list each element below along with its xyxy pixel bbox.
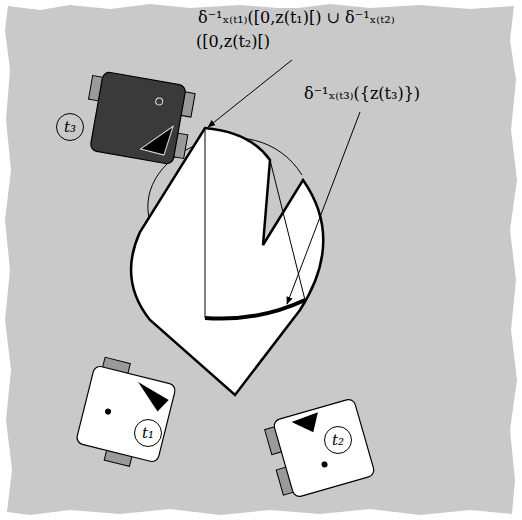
robot <box>263 398 375 501</box>
range-arc <box>205 300 305 319</box>
robot <box>80 70 196 167</box>
torn-ground <box>5 4 517 515</box>
math-text: δ⁻¹ₓ₍ₜ₁₎([0,z(t₁)[) ∪ δ⁻¹ₓ₍ₜ₂₎([0,z(t₂)[… <box>196 8 395 51</box>
time-marker-circle: t₂ <box>324 426 352 454</box>
math-text: δ⁻¹ₓ₍ₜ₃₎({z(t₃)}) <box>302 84 422 103</box>
sector-edge <box>205 130 305 318</box>
time-marker-circle: t₁ <box>134 419 162 447</box>
time-marker-circle: t₃ <box>56 113 84 141</box>
math-label: δ⁻¹ₓ₍ₜ₁₎([0,z(t₁)[) ∪ δ⁻¹ₓ₍ₜ₂₎([0,z(t₂)[… <box>196 6 411 54</box>
time-label: t₃ <box>64 120 76 135</box>
time-label: t₂ <box>332 433 344 448</box>
math-label: δ⁻¹ₓ₍ₜ₃₎({z(t₃)}) <box>302 82 492 106</box>
robot <box>73 355 179 472</box>
leader-line <box>287 112 360 304</box>
time-label: t₁ <box>142 426 154 441</box>
leader-line <box>208 60 292 127</box>
free-space-region <box>131 128 323 395</box>
